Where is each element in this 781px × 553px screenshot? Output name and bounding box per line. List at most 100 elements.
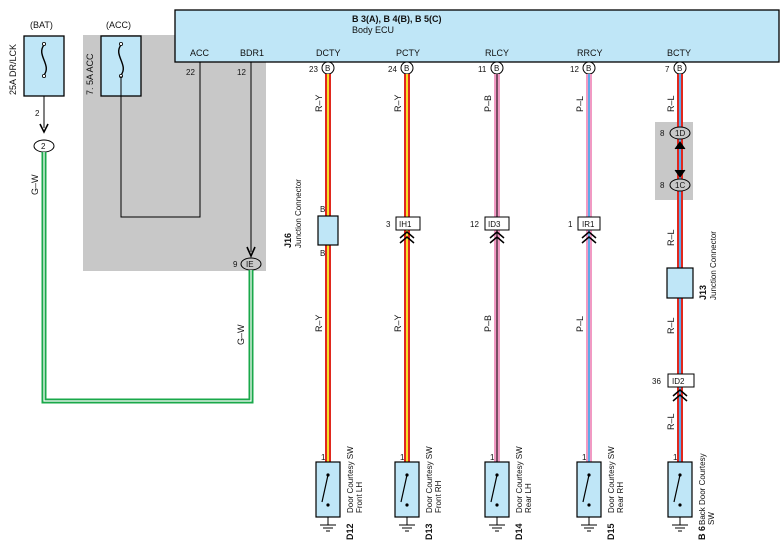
rlcy-wire-label-bottom: P–B xyxy=(483,315,493,332)
svg-text:B: B xyxy=(677,64,682,73)
switch-d12-pin: 1 xyxy=(321,453,326,462)
svg-text:B: B xyxy=(586,64,591,73)
ecu-connector-rlcy: B xyxy=(490,61,504,75)
fuse-acc-terminal-top xyxy=(119,42,124,47)
bat-junction-connector: 2 xyxy=(33,139,55,153)
ih1-pin: 3 xyxy=(386,220,391,229)
rlcy-wire-label-top: P–B xyxy=(483,95,493,112)
gw-wire xyxy=(41,152,254,404)
fuse-bat-label: 25A DR/LCK xyxy=(8,44,18,95)
ecu-code: B 3(A), B 4(B), B 5(C) xyxy=(352,14,442,24)
switch-b6-name-1: Back Door Courtesy xyxy=(698,453,707,525)
bdr1-arrow xyxy=(246,246,256,258)
fuse-bat-terminal-top xyxy=(42,42,47,47)
id2-pin: 36 xyxy=(652,377,661,386)
bcty-wire-label-1: R–L xyxy=(666,95,676,112)
j16-junction-connector xyxy=(317,215,339,246)
terminal-pcty: PCTY xyxy=(396,48,420,58)
switch-d14-pin: 1 xyxy=(490,453,495,462)
fuse-acc-icon xyxy=(118,44,124,76)
ie-connector: IE xyxy=(240,257,262,271)
pcty-wire-label-bottom: R–Y xyxy=(393,314,403,332)
bcty-wire-label-4: R–L xyxy=(666,413,676,430)
switch-b6-name-2: SW xyxy=(707,512,716,525)
pin-pcty: 24 xyxy=(388,65,397,74)
1c-connector: 1C xyxy=(669,178,691,192)
1d-connector: 1D xyxy=(669,126,691,140)
ecu-connector-pcty: B xyxy=(400,61,414,75)
id2-connector xyxy=(667,373,695,388)
ecu-connector-bcty: B xyxy=(673,61,687,75)
j13-code: J13 xyxy=(698,285,708,300)
switch-d15-name-2: Rear RH xyxy=(616,482,625,513)
svg-text:2: 2 xyxy=(41,142,46,151)
switch-d12-code: D12 xyxy=(345,523,355,540)
id2-chevron-icon xyxy=(672,389,688,402)
terminal-dcty: DCTY xyxy=(316,48,341,58)
id2-connector-id: ID2 xyxy=(672,377,685,386)
dcty-wire-label-top: R–Y xyxy=(314,94,324,112)
j13-name: Junction Connector xyxy=(709,231,718,300)
gw-label-right: G–W xyxy=(236,324,246,345)
switch-d13: 1 D13 Door Courtesy SW Front RH xyxy=(394,446,443,540)
body-ecu-box xyxy=(174,9,780,63)
svg-text:IE: IE xyxy=(246,260,254,269)
dcty-wire-label-bottom: R–Y xyxy=(314,314,324,332)
svg-text:B: B xyxy=(325,64,330,73)
pcty-wire-label-top: R–Y xyxy=(393,94,403,112)
id3-chevron-icon xyxy=(489,231,505,244)
j16-pin-top: B xyxy=(320,205,325,214)
switch-d12: 1 D12 Door Courtesy SW Front LH xyxy=(315,446,364,540)
pin-bcty: 7 xyxy=(665,65,670,74)
ecu-name: Body ECU xyxy=(352,25,394,35)
svg-text:1C: 1C xyxy=(675,181,685,190)
id3-pin: 12 xyxy=(470,220,479,229)
switch-d14-name-1: Door Courtesy SW xyxy=(515,446,524,513)
switch-d13-code: D13 xyxy=(424,523,434,540)
fuse-bat-icon xyxy=(41,44,47,76)
switch-d15-pin: 1 xyxy=(582,453,587,462)
bat-bus-label: (BAT) xyxy=(30,20,53,30)
ecu-connector-dcty: B xyxy=(321,61,335,75)
ir1-chevron-icon xyxy=(581,231,597,244)
ih1-connector-id: IH1 xyxy=(399,220,412,229)
svg-text:B: B xyxy=(404,64,409,73)
acc-bus-label: (ACC) xyxy=(106,20,131,30)
pin-dcty: 23 xyxy=(309,65,318,74)
fuse-acc-label: 7. 5A ACC xyxy=(85,53,95,95)
switch-d15: 1 D15 Door Courtesy SW Rear RH xyxy=(576,446,625,540)
switch-d14-name-2: Rear LH xyxy=(524,483,533,513)
switch-d13-pin: 1 xyxy=(400,453,405,462)
ir1-connector-id: IR1 xyxy=(582,220,595,229)
1d-chevron-icon xyxy=(674,141,686,150)
switch-d13-name-2: Front RH xyxy=(434,480,443,513)
switch-b6: 1 B 6 Back Door Courtesy SW xyxy=(667,453,716,540)
ir1-connector xyxy=(577,216,601,231)
gw-label-left: G–W xyxy=(30,174,40,195)
ir1-pin: 1 xyxy=(568,220,573,229)
switch-d15-code: D15 xyxy=(606,523,616,540)
acc-wire xyxy=(120,62,201,218)
ecu-connector-rrcy: B xyxy=(582,61,596,75)
switch-d12-name-2: Front LH xyxy=(355,482,364,513)
rrcy-wire-label-top: P–L xyxy=(575,96,585,112)
bcty-wire-label-3: R–L xyxy=(666,317,676,334)
ih1-chevron-icon xyxy=(399,231,415,244)
ie-pin: 9 xyxy=(233,260,238,269)
terminal-bcty: BCTY xyxy=(667,48,691,58)
switch-b6-pin: 1 xyxy=(673,453,678,462)
1d-pin: 8 xyxy=(660,129,665,138)
terminal-rrcy: RRCY xyxy=(577,48,603,58)
switch-d14: 1 D14 Door Courtesy SW Rear LH xyxy=(484,446,533,540)
j16-name: Junction Connector xyxy=(294,179,303,248)
svg-text:B: B xyxy=(494,64,499,73)
terminal-rlcy: RLCY xyxy=(485,48,509,58)
switch-d13-name-1: Door Courtesy SW xyxy=(425,446,434,513)
1c-pin: 8 xyxy=(660,181,665,190)
1c-chevron-icon xyxy=(674,169,686,178)
switch-d12-name-1: Door Courtesy SW xyxy=(346,446,355,513)
terminal-acc: ACC xyxy=(190,48,210,58)
switch-b6-code: B 6 xyxy=(697,526,707,540)
switch-d15-name-1: Door Courtesy SW xyxy=(607,446,616,513)
